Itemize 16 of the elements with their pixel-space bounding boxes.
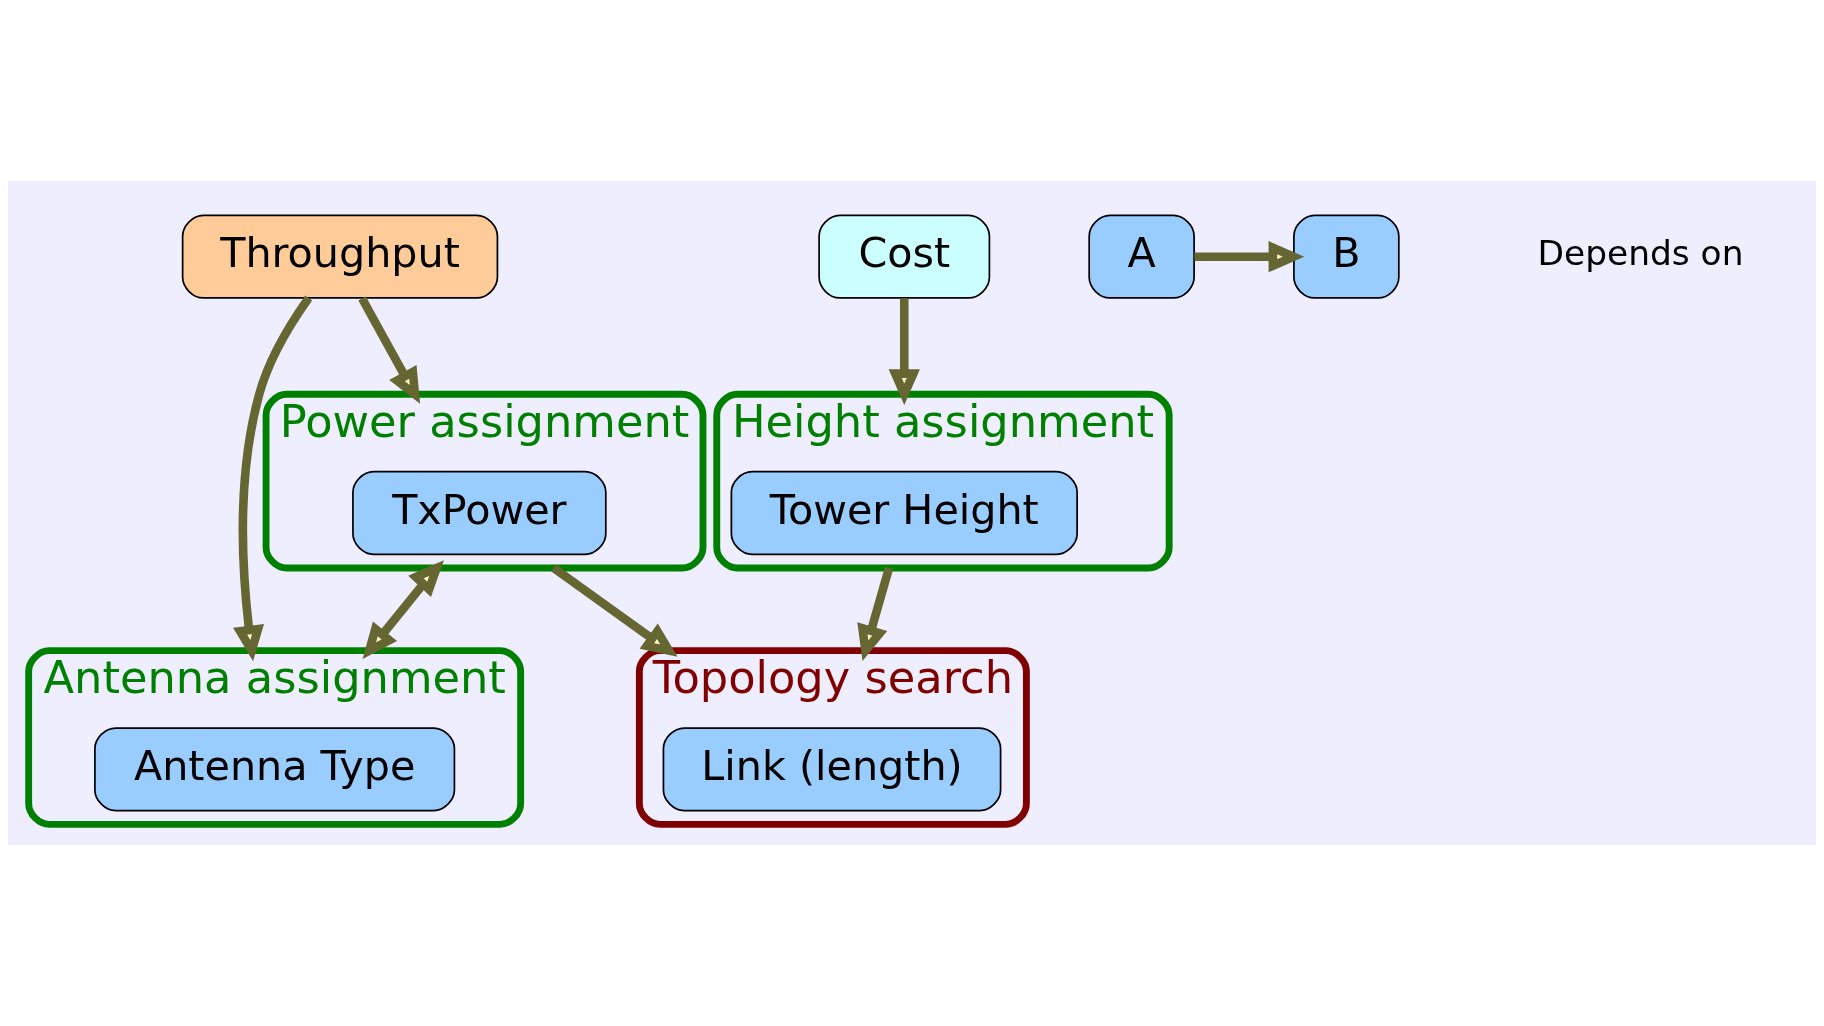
node-box: Cost bbox=[818, 214, 991, 299]
node-box: Tower Height bbox=[730, 470, 1078, 556]
node-box: Throughput bbox=[181, 214, 499, 299]
node-box: TxPower bbox=[352, 470, 607, 556]
node-box: Antenna Type bbox=[94, 727, 456, 812]
arrow bbox=[1194, 241, 1305, 273]
label: Depends on bbox=[1537, 233, 1744, 274]
node-box: Link (length) bbox=[662, 727, 1002, 812]
arrow bbox=[233, 295, 313, 662]
arrow bbox=[358, 296, 421, 404]
arrow bbox=[888, 298, 920, 406]
arrow bbox=[551, 564, 678, 657]
node-box: A bbox=[1088, 214, 1195, 299]
node-box: B bbox=[1293, 214, 1400, 299]
arrow bbox=[857, 566, 894, 661]
arrow bbox=[362, 560, 444, 659]
